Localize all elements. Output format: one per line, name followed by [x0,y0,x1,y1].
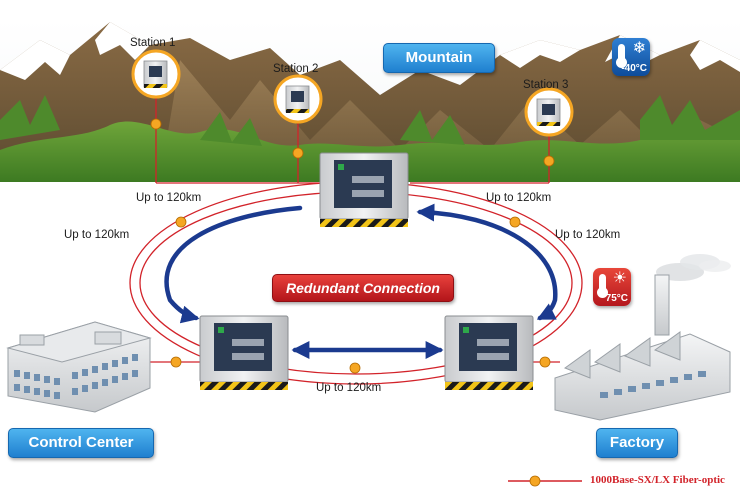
fiber-badge-station-1 [150,118,162,130]
factory-label: Factory [596,428,678,458]
distance-station-right: Up to 120km [486,192,552,204]
factory-building [554,254,731,421]
station-3-label: Station 3 [523,79,569,91]
thermometer-icon [616,44,627,68]
sun-icon: ☀ [612,270,627,287]
distance-station-left: Up to 120km [136,192,202,204]
cold-temperature-badge: ❄ -40°C [612,38,650,76]
cold-temperature-value: -40°C [621,63,647,74]
control-center-building [6,321,152,413]
redundant-connection-label: Redundant Connection [272,274,454,302]
redundant-arrows [164,203,558,359]
station-2-callout [273,74,323,124]
fiber-badge-ring-bottom [349,362,361,374]
control-center-label: Control Center [8,428,154,458]
fiber-badges [150,118,555,374]
thermometer-icon [597,274,608,298]
legend-symbol [508,475,582,487]
fiber-badge-station-3 [543,155,555,167]
station-2-label: Station 2 [273,63,319,75]
station-1-label: Station 1 [130,37,176,49]
station-1-callout [131,49,181,99]
fiber-badge-factory [539,356,551,368]
legend-label: 1000Base-SX/LX Fiber-optic [590,474,725,486]
fiber-badge-station-2 [292,147,304,159]
hot-temperature-badge: ☀ 75°C [593,268,631,306]
fiber-badge-control-center [170,356,182,368]
switch-enclosure-right [444,315,534,390]
mountain-label: Mountain [383,43,495,73]
switch-enclosure-top [319,152,409,227]
hot-temperature-value: 75°C [605,293,628,304]
station-3-callout [524,87,574,137]
fiber-badge-ring-right [509,216,521,228]
distance-ring-bottom: Up to 120km [316,382,382,394]
switch-enclosure-left [199,315,289,390]
fiber-badge-ring-left [175,216,187,228]
snowflake-icon: ❄ [632,40,646,57]
distance-ring-left: Up to 120km [64,229,130,241]
distance-ring-right: Up to 120km [555,229,621,241]
